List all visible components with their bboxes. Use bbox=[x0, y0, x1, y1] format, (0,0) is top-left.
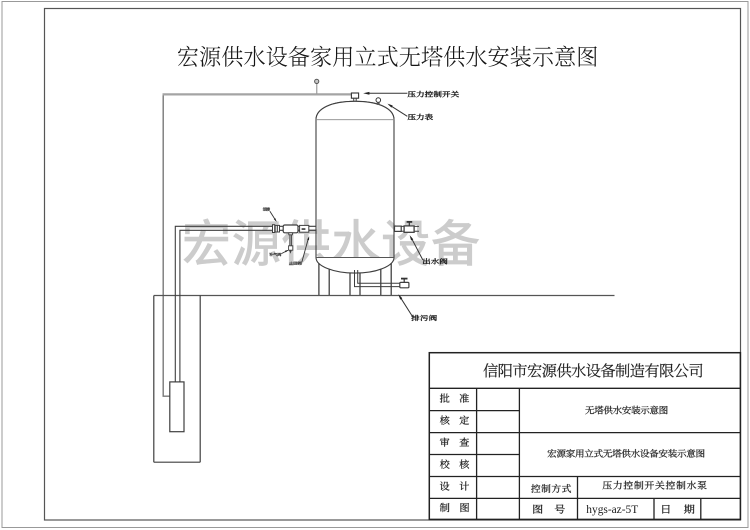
svg-text:hygs-az-5T: hygs-az-5T bbox=[586, 504, 638, 516]
